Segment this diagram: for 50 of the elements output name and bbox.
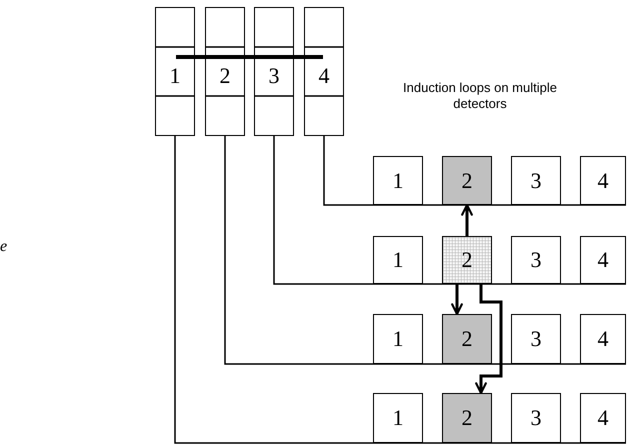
channel-number: 2 [462,407,472,429]
channel-number: 4 [598,170,608,192]
detector-channel [254,7,294,136]
channel-number: 4 [318,64,330,86]
channel-number: 3 [530,249,542,271]
arrow [461,204,473,236]
induction-loop [511,156,561,205]
induction-loop [442,236,492,284]
arrow [451,284,463,316]
induction-loop [580,393,626,443]
channel-number: 1 [392,249,404,271]
induction-loop [580,236,626,284]
channel-number: 1 [392,407,404,429]
channel-number: 2 [462,249,472,271]
partial-text: e [0,238,8,256]
loop-wire [273,136,626,285]
channel-number: 3 [530,328,542,350]
loop-wire [323,136,626,206]
channel-number: 4 [598,407,608,429]
channel-number: 2 [220,64,230,86]
detector-channel [304,7,344,136]
induction-loop [442,314,492,364]
channel-number: 2 [462,328,472,350]
channel-number: 1 [392,328,404,350]
channel-number: 4 [598,328,608,350]
channel-number: 3 [268,64,280,86]
induction-loop [373,393,423,443]
arrow [475,284,502,394]
channel-number: 4 [598,249,608,271]
heading-text: Induction loops on multiple detectors [402,80,558,112]
loop-wire [174,136,626,444]
induction-loop [511,393,561,443]
induction-loop [373,236,423,284]
induction-loop [511,236,561,284]
channel-number: 3 [530,170,542,192]
channel-number: 1 [170,64,180,86]
induction-loop [580,156,626,205]
detector-channel [155,7,195,136]
detector-channel [205,7,245,136]
channel-number: 1 [392,170,404,192]
induction-loop [373,156,423,205]
loop-wire [224,136,626,365]
induction-loop [580,314,626,364]
induction-loop [511,314,561,364]
channel-number: 3 [530,407,542,429]
bus-bar [176,55,323,59]
induction-loop [442,393,492,443]
induction-loop [442,156,492,205]
induction-loop [373,314,423,364]
channel-number: 2 [462,170,472,192]
